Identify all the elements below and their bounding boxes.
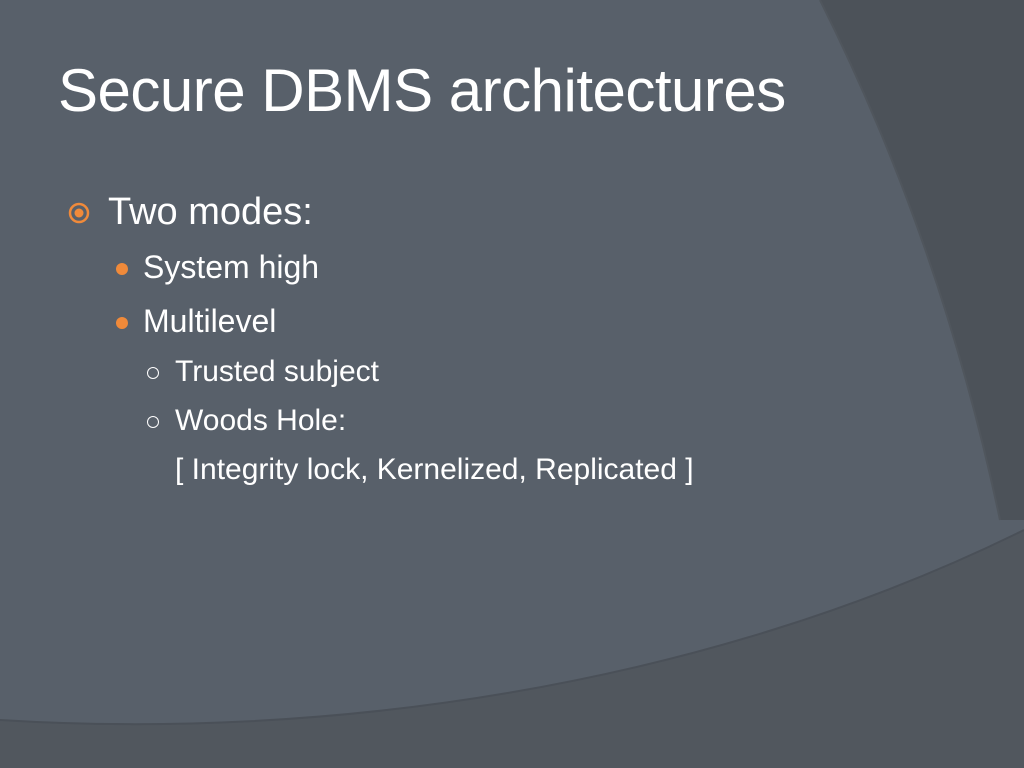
bottom-curve-edge — [0, 529, 1024, 726]
bullet-woods-hole: Woods Hole: — [175, 404, 347, 437]
dot-bullet-icon — [116, 263, 128, 275]
bottom-dark-curve — [0, 530, 1024, 768]
bullet-system-high: System high — [143, 249, 320, 285]
bullet-multilevel: Multilevel — [143, 303, 277, 339]
dot-bullet-icon — [116, 317, 128, 329]
slide-title: Secure DBMS architectures — [58, 57, 786, 124]
right-curve-edge — [819, 0, 1001, 521]
bullet-trusted-subject: Trusted subject — [175, 355, 379, 388]
circle-bullet-icon — [147, 416, 159, 428]
target-bullet-icon — [68, 202, 90, 224]
circle-bullet-icon — [147, 367, 159, 379]
right-dark-curve — [820, 0, 1024, 520]
bullet-two-modes: Two modes: — [108, 191, 313, 233]
bullet-woods-hole-list: [ Integrity lock, Kernelized, Replicated… — [175, 453, 694, 486]
